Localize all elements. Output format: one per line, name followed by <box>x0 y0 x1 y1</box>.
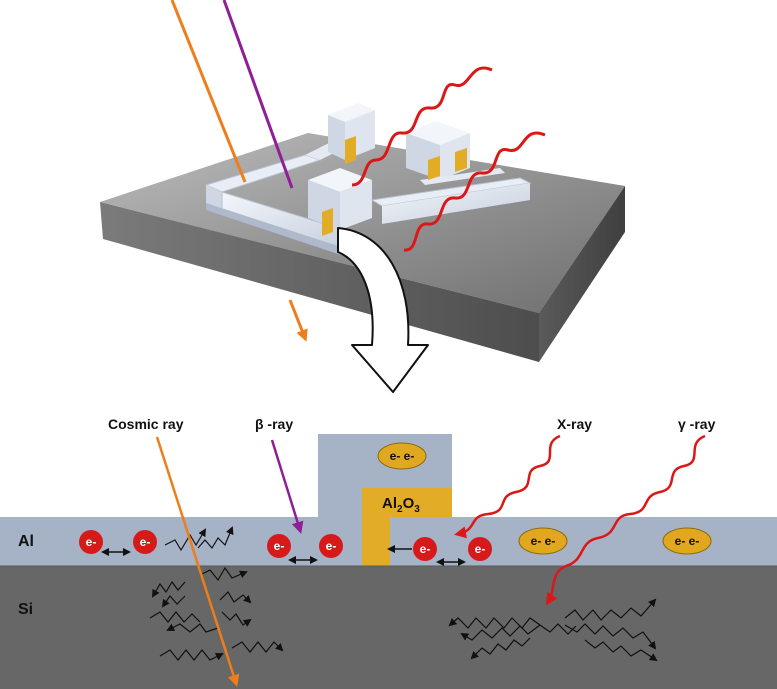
cosmic-ray-3d-line <box>170 0 247 183</box>
al2o3-label: Al2O3 <box>382 495 420 515</box>
cooper-pair: e- e- <box>518 527 568 555</box>
svg-text:e-: e- <box>140 535 151 549</box>
svg-text:e- e-: e- e- <box>531 534 556 548</box>
al2o3-oxide-layer <box>362 488 452 566</box>
quasiparticle: e- <box>133 530 157 554</box>
chip-3d-illustration <box>100 0 625 393</box>
svg-text:e- e-: e- e- <box>390 449 415 463</box>
svg-text:e-: e- <box>326 539 337 553</box>
beta-ray-label: β -ray <box>255 416 293 432</box>
cross-section: Al Si Al2O3 e- e- e- e- e- e- e- e- e- <box>0 416 777 689</box>
svg-text:e-: e- <box>420 542 431 556</box>
svg-text:e-: e- <box>274 539 285 553</box>
xray-label: X-ray <box>557 416 592 432</box>
quasiparticle: e- <box>267 534 291 558</box>
quasiparticle: e- <box>468 537 492 561</box>
substrate-right-face <box>539 186 625 362</box>
beta-ray-3d-line <box>222 0 294 189</box>
al-layer-label: Al <box>18 533 34 550</box>
gamma-ray-wave <box>545 434 706 606</box>
quasiparticle: e- <box>413 537 437 561</box>
svg-text:e- e-: e- e- <box>675 534 700 548</box>
quasiparticle: e- <box>79 530 103 554</box>
cooper-pair: e- e- <box>662 527 712 555</box>
cosmic-ray-3d-exit <box>288 299 308 342</box>
beta-ray-line <box>270 439 304 534</box>
quasiparticle: e- <box>319 534 343 558</box>
zoom-arrow <box>337 227 429 393</box>
qubit-circuit-3d <box>204 103 532 258</box>
substrate-front-face <box>100 202 539 362</box>
cosmic-ray-label: Cosmic ray <box>108 416 184 432</box>
xray-3d-wave-1 <box>351 66 493 187</box>
xray-wave <box>454 434 561 539</box>
svg-text:e-: e- <box>475 542 486 556</box>
xray-3d-wave-2 <box>403 131 546 252</box>
silicon-substrate-layer <box>0 566 777 689</box>
phonon-zigzags <box>149 526 658 662</box>
si-layer-label: Si <box>18 601 33 618</box>
cosmic-ray-line <box>155 436 240 687</box>
gamma-ray-label: γ -ray <box>678 416 716 432</box>
cooper-pair: e- e- <box>377 442 427 470</box>
svg-text:e-: e- <box>86 535 97 549</box>
